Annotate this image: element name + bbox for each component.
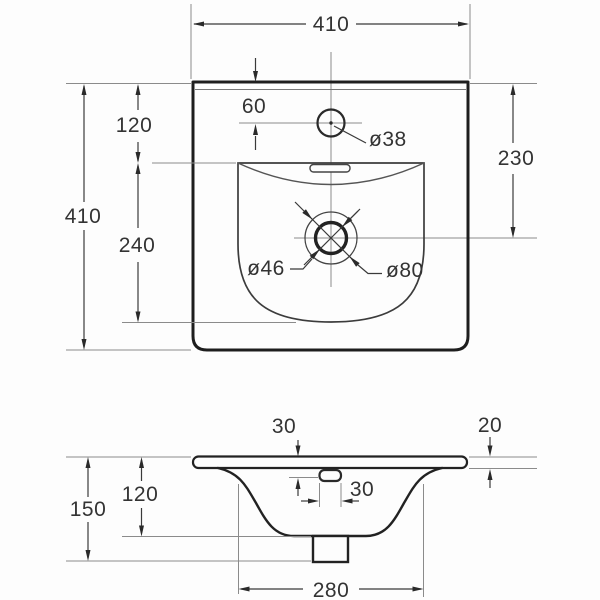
dia80-arrow-bottomright xyxy=(349,256,360,267)
arrow-20-down xyxy=(487,445,493,457)
arrow-230-down xyxy=(510,227,516,238)
arrow-30w-left xyxy=(341,498,353,504)
arrow-240-down xyxy=(135,311,141,323)
arrow-top410-left xyxy=(193,21,204,27)
arrow-120-up xyxy=(135,84,141,95)
dim-rim-to-bowl-bottom: 120 xyxy=(122,483,159,506)
arrow-f120-up xyxy=(139,457,144,468)
arrow-150-down xyxy=(85,550,91,561)
dia46-leader xyxy=(290,258,313,270)
drain-stub xyxy=(311,534,350,564)
arrow-left410-up xyxy=(81,84,87,95)
dim-drain-hole-dia: ø46 xyxy=(247,257,285,280)
arrow-280-right xyxy=(412,586,424,592)
arrow-150-up xyxy=(85,457,91,468)
dia46-tail-topright xyxy=(349,208,361,220)
drain-flange-circle xyxy=(304,211,358,265)
arrow-120-down xyxy=(135,152,141,163)
arrow-240-up xyxy=(135,163,141,174)
arrow-30top-down xyxy=(295,445,301,457)
dim-bowl-width: 280 xyxy=(313,579,350,600)
arrow-30top-up xyxy=(295,478,301,489)
dia80-leader xyxy=(357,264,382,275)
dim-basin-length: 240 xyxy=(119,234,156,257)
plan-view: ø38 ø80 ø46 410 410 xyxy=(65,4,537,352)
faucet-hole-center-dot xyxy=(329,121,333,125)
arrow-230-up xyxy=(510,84,516,95)
dim-plan-width: 410 xyxy=(313,13,350,36)
dia46-arrow-bottomleft xyxy=(309,249,320,260)
dia46-arrow-topright xyxy=(342,216,353,227)
overflow-hole-front xyxy=(318,468,343,483)
dim-faucet-offset: 60 xyxy=(242,95,266,118)
basin-back-slope-arc xyxy=(237,162,425,186)
faucet-hole xyxy=(316,108,346,138)
arrow-30w-right xyxy=(308,498,319,504)
dim-edge-to-drain: 230 xyxy=(498,147,535,170)
arrow-20-up xyxy=(487,469,493,480)
drain-hole-circle xyxy=(313,220,349,256)
arrow-top410-right xyxy=(458,21,469,27)
dim-faucet-hole-dia: ø38 xyxy=(369,128,407,151)
rim-plate xyxy=(191,455,469,470)
arrow-60-down xyxy=(253,71,258,82)
overflow-slot-plan xyxy=(309,163,351,173)
basin-inner-outline xyxy=(237,162,425,323)
dia80-arrow-topleft xyxy=(302,209,313,220)
dim-rim-thickness: 20 xyxy=(478,414,502,437)
arrow-60-up xyxy=(253,124,258,135)
arrow-left410-down xyxy=(81,339,87,350)
faucet-leader-line xyxy=(333,125,367,144)
dim-plan-height: 410 xyxy=(65,205,102,228)
arrow-f120-down xyxy=(139,525,144,537)
front-view: 150 120 30 30 20 280 xyxy=(66,414,537,600)
dim-total-height: 150 xyxy=(70,498,107,521)
dim-drain-flange-dia: ø80 xyxy=(386,259,424,282)
dim-overflow-width: 30 xyxy=(350,478,374,501)
sink-outer-outline xyxy=(191,80,470,352)
dia80-tail-topleft xyxy=(294,201,306,213)
dim-rim-to-overflow: 30 xyxy=(272,415,296,438)
dim-back-edge-to-basin: 120 xyxy=(116,114,153,137)
arrow-280-left xyxy=(238,586,250,592)
